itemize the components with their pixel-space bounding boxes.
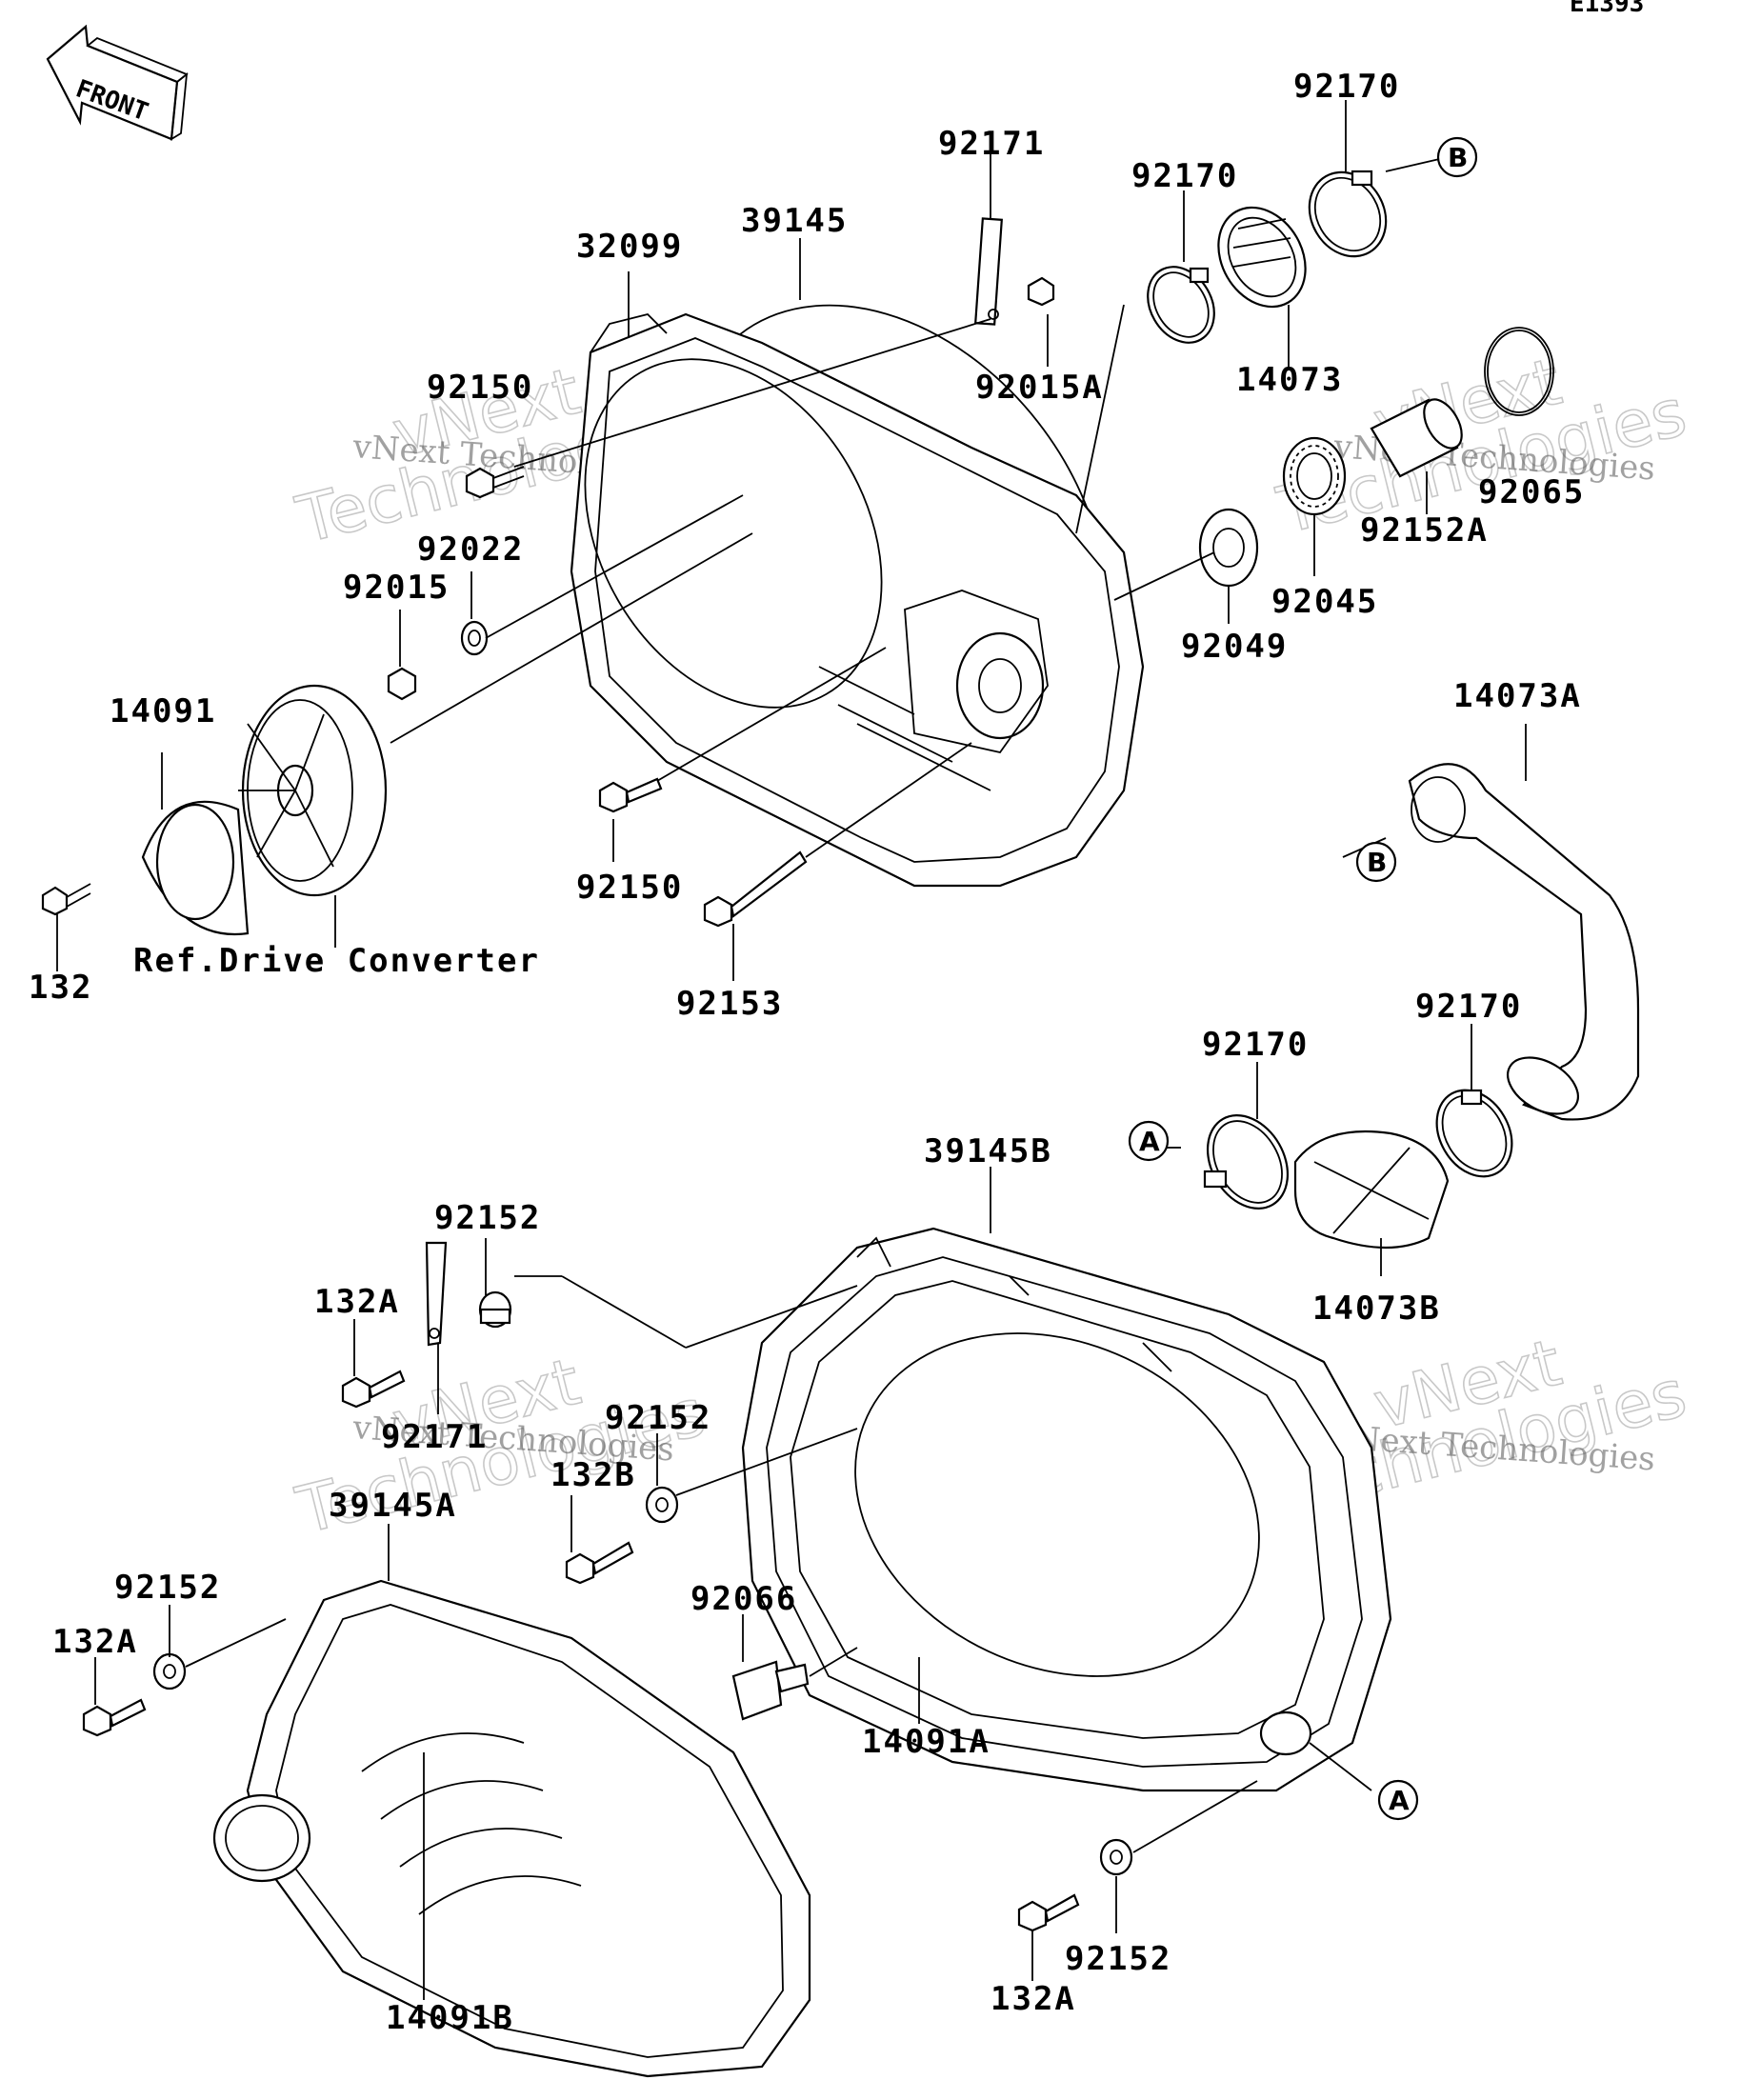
label-92045: 92045 xyxy=(1271,583,1378,621)
connector-b-hose: B xyxy=(1355,841,1397,883)
label-92152-c: 92152 xyxy=(114,1569,221,1607)
bolt-92153 xyxy=(703,850,808,928)
hose-14073A xyxy=(1408,763,1640,1121)
nut-92015A xyxy=(1027,276,1055,307)
seal-92049 xyxy=(1198,508,1259,588)
label-32099: 32099 xyxy=(576,228,683,266)
label-92152-d: 92152 xyxy=(1065,1940,1171,1978)
duct-14073B xyxy=(1293,1130,1450,1250)
clamp-92170-b xyxy=(1308,170,1388,258)
label-92152-b: 92152 xyxy=(605,1399,711,1437)
cover-14091 xyxy=(141,800,250,936)
svg-text:A: A xyxy=(1389,1785,1410,1816)
leader-lines xyxy=(56,100,1527,2000)
collar-92152-b xyxy=(645,1486,679,1524)
connector-a-cover: A xyxy=(1377,1779,1419,1821)
washer-92022 xyxy=(460,620,489,656)
svg-text:B: B xyxy=(1367,847,1387,878)
bolt-132 xyxy=(41,883,91,916)
nut-92015 xyxy=(387,667,417,701)
label-92170-top: 92170 xyxy=(1293,68,1400,106)
label-92015A: 92015A xyxy=(975,369,1104,407)
clamp-92170-d xyxy=(1435,1089,1513,1178)
collar-92152-d xyxy=(1099,1838,1133,1876)
label-92150-top: 92150 xyxy=(427,369,533,407)
clamp-92170-c xyxy=(1203,1114,1290,1210)
drive-converter-ref xyxy=(238,684,388,897)
label-92066: 92066 xyxy=(690,1580,797,1618)
label-132A-c: 132A xyxy=(991,1980,1076,2018)
label-39145A: 39145A xyxy=(329,1487,457,1525)
svg-text:B: B xyxy=(1448,142,1468,173)
label-92152A: 92152A xyxy=(1360,511,1489,550)
part-labels: 92171 92170 92170 39145 32099 92015A 140… xyxy=(29,68,1585,2037)
label-92170-c: 92170 xyxy=(1202,1026,1309,1064)
label-14091A: 14091A xyxy=(862,1723,991,1761)
label-92170-d: 92170 xyxy=(1415,988,1522,1026)
clamp-92170-a xyxy=(1147,266,1215,344)
label-14073A: 14073A xyxy=(1453,677,1582,715)
label-92153: 92153 xyxy=(676,985,783,1023)
label-14091B: 14091B xyxy=(386,1999,514,2037)
label-39145: 39145 xyxy=(741,202,848,240)
label-14073: 14073 xyxy=(1236,361,1343,399)
label-39145B: 39145B xyxy=(924,1132,1052,1170)
svg-text:A: A xyxy=(1139,1126,1160,1157)
collar-92152-c xyxy=(152,1652,187,1690)
bolt-132A-a xyxy=(341,1370,406,1409)
label-14073B: 14073B xyxy=(1312,1290,1441,1328)
label-92065: 92065 xyxy=(1478,473,1585,511)
label-92171-top: 92171 xyxy=(938,125,1045,163)
strap-92171 xyxy=(974,217,1003,326)
bolt-132B xyxy=(565,1541,634,1585)
collar-92152-a xyxy=(478,1290,512,1329)
connector-b-top: B xyxy=(1436,136,1478,178)
label-92015: 92015 xyxy=(343,569,450,607)
label-92150-mid: 92150 xyxy=(576,869,683,907)
bolt-132A-b xyxy=(82,1698,147,1737)
label-132A-b: 132A xyxy=(52,1623,138,1661)
label-92022: 92022 xyxy=(417,530,524,569)
label-132A-a: 132A xyxy=(314,1283,400,1321)
label-132B: 132B xyxy=(550,1456,636,1494)
o-ring-92065 xyxy=(1484,327,1554,416)
label-92171-b: 92171 xyxy=(381,1418,488,1456)
duct-14073 xyxy=(1217,206,1307,309)
reference-note: Ref.Drive Converter xyxy=(133,942,540,980)
front-arrow-icon: FRONT xyxy=(46,24,189,141)
strap-92171-lower xyxy=(425,1241,448,1347)
outer-cover-39145B xyxy=(741,1227,1392,1792)
bolt-92150-mid xyxy=(598,777,663,813)
label-132: 132 xyxy=(29,969,92,1007)
bearing-92045 xyxy=(1282,436,1347,516)
label-92049: 92049 xyxy=(1181,628,1288,666)
connector-a-left: A xyxy=(1128,1120,1170,1162)
plug-92066 xyxy=(731,1660,810,1721)
label-92152-a: 92152 xyxy=(434,1199,541,1237)
collar-92152A xyxy=(1370,398,1463,478)
bolt-132A-c xyxy=(1017,1893,1080,1932)
label-14091: 14091 xyxy=(110,692,216,730)
label-92170-b: 92170 xyxy=(1131,157,1238,195)
outer-cover-39145A xyxy=(212,1579,811,2078)
bolt-92150-top xyxy=(465,466,525,499)
inner-cover-32099 xyxy=(570,304,1145,888)
diagram-code: E1393 xyxy=(1570,0,1644,18)
